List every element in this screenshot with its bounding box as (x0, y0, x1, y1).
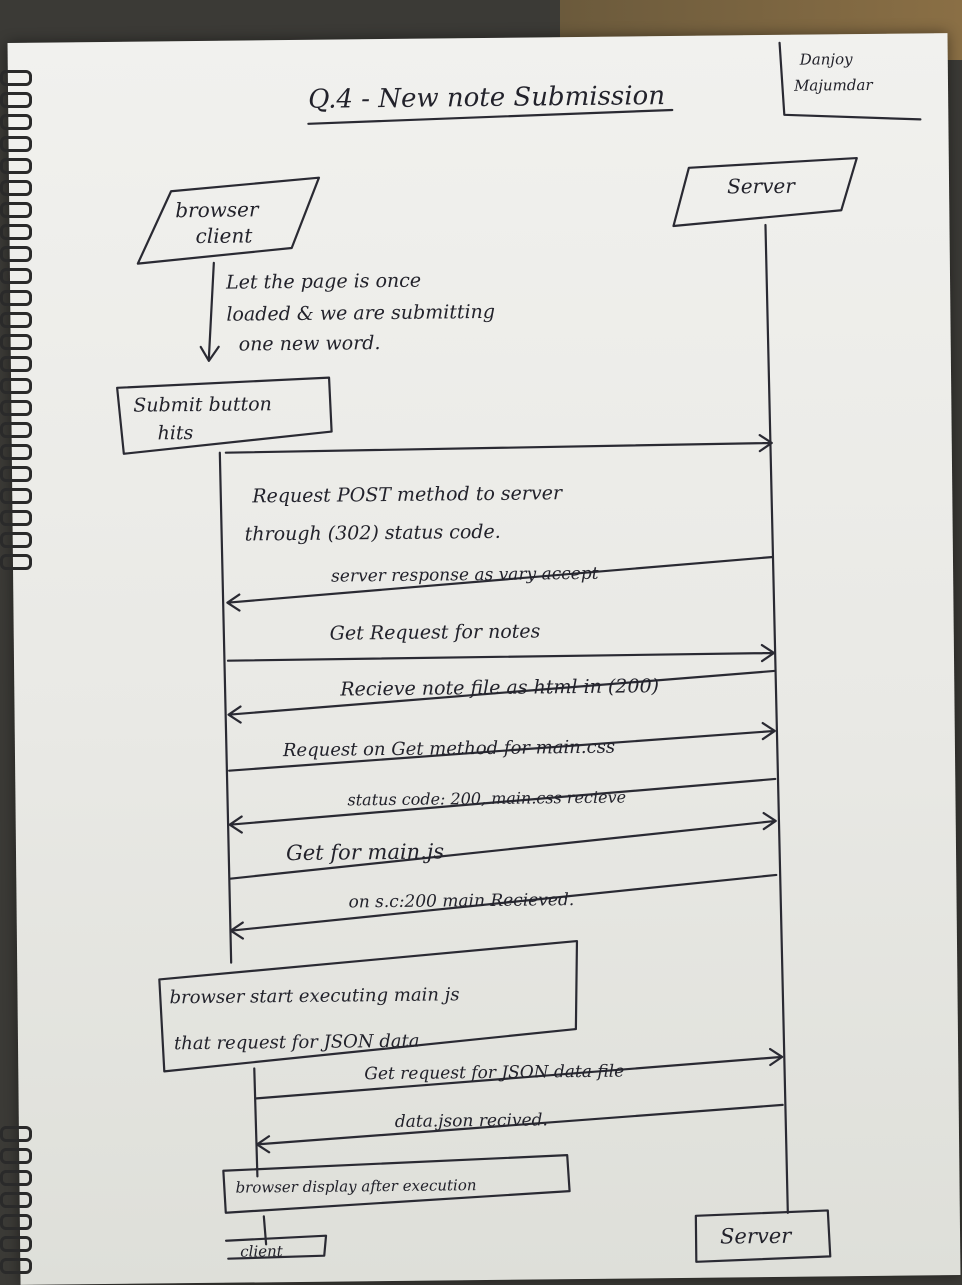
message-arrow (226, 643, 776, 663)
diagram-title: Q.4 - New note Submission (308, 81, 665, 115)
message-label: status code: 200, main.css recieve (347, 788, 626, 810)
submit-note-line-2: hits (158, 422, 194, 444)
server-top-label: Server (727, 174, 796, 199)
message-label: Get request for JSON data file (364, 1062, 624, 1085)
message-label: Recieve note file as html in (200) (339, 675, 659, 700)
title-underline (307, 108, 674, 125)
client-lifeline-3 (262, 1215, 268, 1246)
notebook-page: Q.4 - New note Submission Danjoy Majumda… (7, 33, 961, 1285)
intro-note-line-1: Let the page is once (225, 270, 421, 294)
message-label: data.json recived. (395, 1110, 548, 1132)
spiral-ring (0, 554, 32, 570)
browser-client-line-2: client (195, 223, 253, 248)
intro-arrow (199, 261, 220, 362)
spiral-ring (0, 356, 32, 372)
spiral-ring (0, 1170, 32, 1186)
message-arrow (229, 873, 778, 940)
spiral-ring (0, 70, 32, 86)
message-arrow (255, 1047, 784, 1100)
submit-button-note: Submit button hits (133, 393, 278, 445)
message-arrows (224, 434, 784, 1154)
message-arrow (228, 721, 776, 772)
client-bottom-box (224, 1234, 328, 1260)
sequence-diagram: Q.4 - New note Submission Danjoy Majumda… (116, 41, 922, 1263)
submit-button-box (116, 376, 333, 455)
browser-client-label: browser client (175, 197, 265, 248)
author-box (778, 41, 922, 121)
exec-note-line-2: that request for JSON data (174, 1031, 420, 1055)
spiral-ring (0, 92, 32, 108)
author-line-1: Danjoy (799, 50, 853, 69)
intro-note-line-2: loaded & we are submitting (226, 301, 495, 326)
message-label: Get Request for notes (330, 620, 541, 644)
browser-client-box (136, 176, 321, 265)
message-label: Get for main.js (286, 839, 445, 865)
server-bottom-box (694, 1209, 832, 1263)
spiral-ring (0, 1126, 32, 1142)
spiral-ring (0, 224, 32, 240)
message-label: server response as vary accept (331, 564, 599, 587)
spiral-ring (0, 378, 32, 394)
browser-client-line-1: browser (175, 197, 260, 222)
spiral-ring (0, 532, 32, 548)
spiral-ring (0, 1258, 32, 1274)
message-arrow (224, 434, 773, 454)
spiral-ring (0, 312, 32, 328)
message-arrow (229, 811, 777, 880)
spiral-ring (0, 1236, 32, 1252)
client-bottom-label: client (240, 1242, 284, 1260)
spiral-ring (0, 158, 32, 174)
server-lifeline (764, 223, 789, 1214)
spiral-ring (0, 268, 32, 284)
spiral-ring (0, 1192, 32, 1208)
server-bottom-label: Server (720, 1224, 793, 1249)
author-name: Danjoy Majumdar (793, 50, 874, 95)
spiral-ring (0, 290, 32, 306)
spiral-ring (0, 488, 32, 504)
spiral-ring (0, 466, 32, 482)
spiral-ring (0, 510, 32, 526)
spiral-ring (0, 400, 32, 416)
intro-note: Let the page is once loaded & we are sub… (225, 269, 502, 356)
spiral-ring (0, 180, 32, 196)
executing-js-box (158, 939, 579, 1073)
spiral-ring (0, 334, 32, 350)
exec-note-line-1: browser start executing main js (169, 984, 459, 1008)
spiral-ring (0, 202, 32, 218)
submit-note-line-1: Submit button (133, 393, 272, 416)
spiral-ring (0, 1214, 32, 1230)
author-line-2: Majumdar (793, 76, 874, 95)
message-arrow (255, 1103, 784, 1154)
spiral-ring (0, 1148, 32, 1164)
message-label: through (302) status code. (245, 521, 501, 546)
intro-note-line-3: one new word. (239, 332, 381, 355)
spiral-ring (0, 136, 32, 152)
message-arrow (228, 777, 777, 834)
spiral-ring (0, 444, 32, 460)
spiral-ring (0, 114, 32, 130)
message-labels: Request POST method to server through (30… (245, 482, 660, 1132)
message-arrow (226, 555, 775, 612)
server-top-box (672, 156, 858, 228)
message-label: Request POST method to server (251, 482, 564, 507)
message-arrow (227, 669, 776, 724)
executing-js-note: browser start executing main js that req… (169, 984, 465, 1054)
display-after-execution-note: browser display after execution (235, 1176, 476, 1197)
client-lifeline-1 (218, 451, 233, 964)
spiral-ring (0, 422, 32, 438)
client-lifeline-2 (253, 1067, 259, 1178)
message-label: on s.c:200 main Recieved. (348, 890, 574, 912)
spiral-ring (0, 246, 32, 262)
message-label: Request on Get method for main.css (282, 737, 615, 761)
display-after-execution-box (222, 1154, 571, 1214)
